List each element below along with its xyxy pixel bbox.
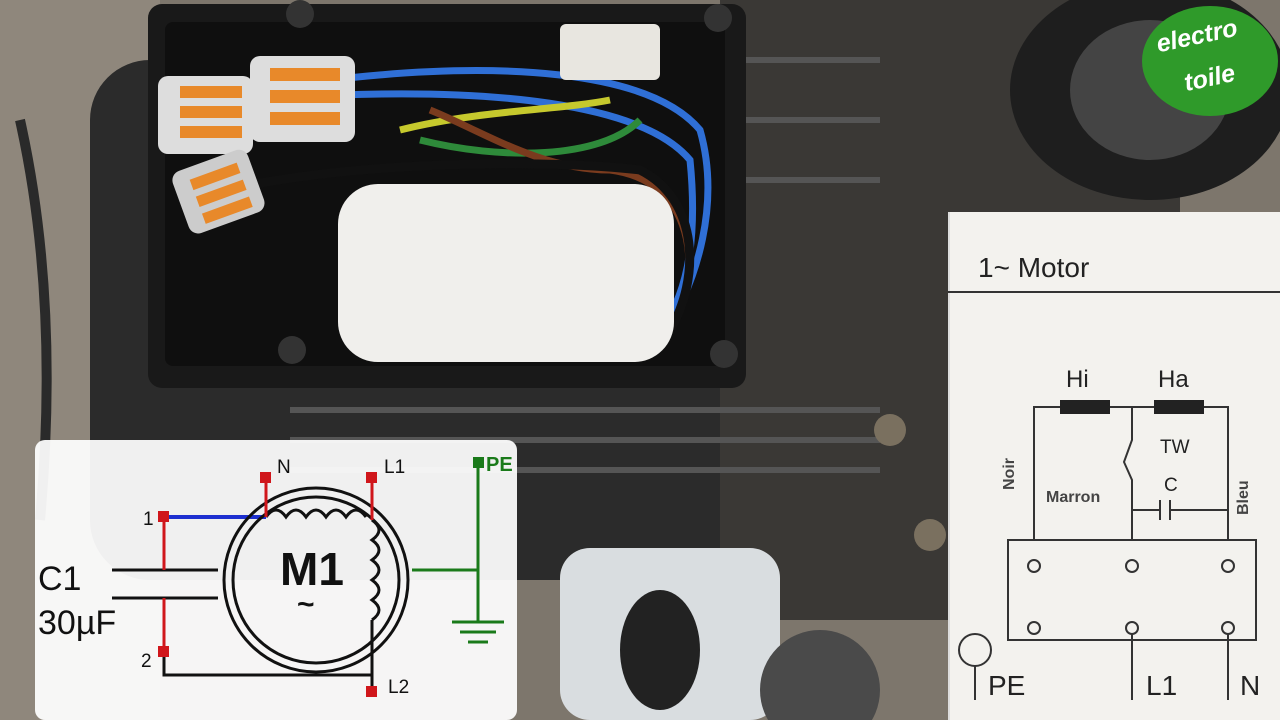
mount-bolt <box>914 519 946 551</box>
aux-winding-label: Ha <box>1158 366 1189 393</box>
start-capacitor <box>338 184 674 362</box>
winding-hi <box>1060 400 1110 414</box>
mount-bolt <box>874 414 906 446</box>
terminal-l1-dot <box>366 472 377 483</box>
wago-connector-3 <box>172 149 265 234</box>
pe-terminal <box>473 457 484 468</box>
motor-label: M1 <box>280 543 344 595</box>
burnt-mark <box>620 590 700 710</box>
wago-connector-1 <box>158 76 253 154</box>
terminal-l2-dot <box>366 686 377 697</box>
bolt <box>286 0 314 28</box>
wiring-bundle <box>249 67 712 348</box>
wire-bleu <box>1204 406 1229 540</box>
return-wire <box>162 652 372 677</box>
ref-pe-label: PE <box>988 670 1026 701</box>
wiring-diagram-panel <box>35 440 517 720</box>
main-winding <box>264 508 368 520</box>
capacitor-ref-label: C <box>1164 475 1178 496</box>
terminal-2-dot <box>158 646 169 657</box>
reference-diagram-panel <box>948 212 1280 720</box>
terminal-n-label: N <box>277 457 291 478</box>
winding-ha <box>1154 400 1204 414</box>
ref-l1-label: L1 <box>1146 670 1178 701</box>
ref-n-label: N <box>1240 670 1261 701</box>
terminal-2-label: 2 <box>141 651 152 672</box>
bolt <box>704 4 732 32</box>
centrifugal-switch <box>1122 407 1133 540</box>
wire-noir-label: Noir <box>1001 458 1018 490</box>
terminal-1-dot <box>158 511 169 522</box>
switch-label: TW <box>1160 437 1190 458</box>
wire-marron-label: Marron <box>1046 489 1101 506</box>
terminal-l2-label: L2 <box>388 677 410 698</box>
bolt <box>278 336 306 364</box>
terminal-1-label: 1 <box>143 509 154 530</box>
wire-bleu-label: Bleu <box>1235 480 1252 515</box>
terminal-pe-label: PE <box>486 454 513 476</box>
reference-title: 1~ Motor <box>978 252 1090 283</box>
brand-badge <box>1142 6 1278 116</box>
terminal-block <box>560 24 660 80</box>
capacitor-value: 30µF <box>38 604 117 642</box>
ground-icon <box>958 633 992 667</box>
aux-winding <box>369 518 381 622</box>
capacitor-label: C1 <box>38 560 82 598</box>
terminal-l1-label: L1 <box>384 457 406 478</box>
motor-inner-ring <box>231 495 401 665</box>
main-winding-label: Hi <box>1066 366 1089 393</box>
capacitor-cap <box>760 630 880 720</box>
wire-noir <box>1033 406 1060 540</box>
motor-ac-symbol: ~ <box>297 588 315 621</box>
motor-outer-ring <box>222 486 410 674</box>
terminal-n-dot <box>260 472 271 483</box>
terminal-studs <box>1027 559 1235 635</box>
wago-connector-2 <box>250 56 355 142</box>
bolt <box>710 340 738 368</box>
